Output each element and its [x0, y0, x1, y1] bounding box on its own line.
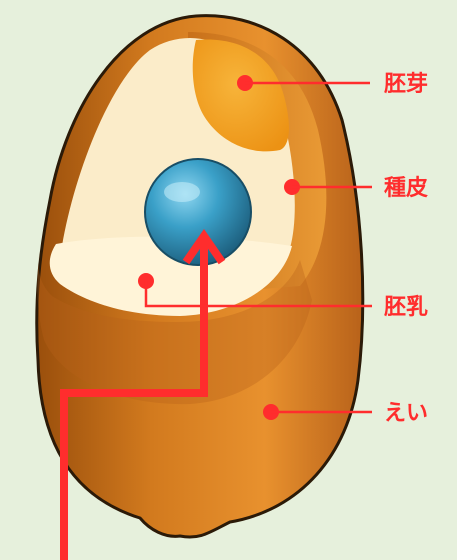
label-endosperm: 胚乳	[384, 294, 428, 320]
label-germ: 胚芽	[384, 72, 428, 97]
label-seed-coat: 種皮	[384, 175, 428, 201]
label-hull: えい	[384, 401, 428, 426]
